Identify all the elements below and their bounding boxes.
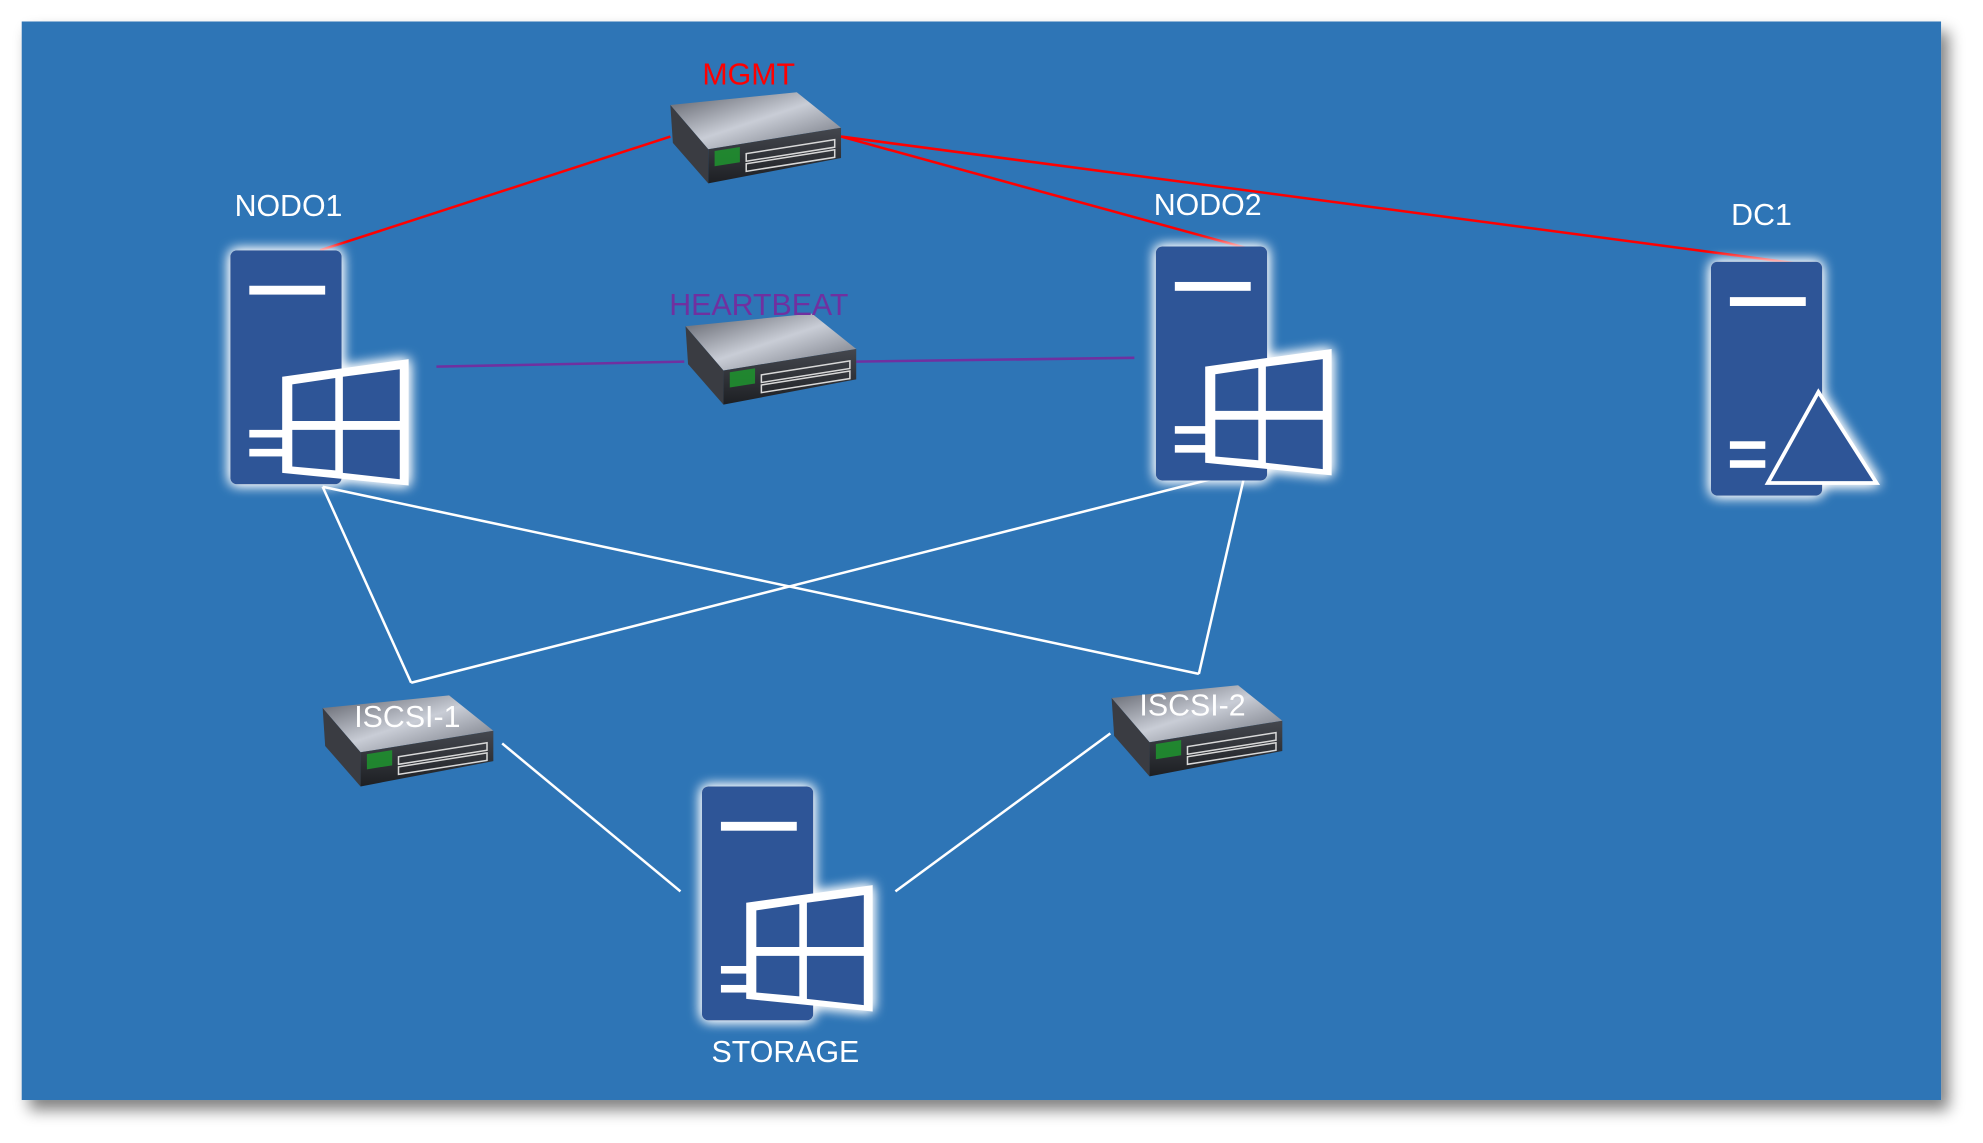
link-iscsi2-storage <box>894 732 1112 893</box>
iscsi2-label: ISCSI-2 <box>1139 690 1245 723</box>
iscsi-links <box>321 469 1247 893</box>
link-heartbeat-nodo2 <box>856 356 1135 363</box>
dc1-server[interactable]: DC1 <box>1710 199 1881 496</box>
domain-controller-icon <box>1710 261 1881 496</box>
heartbeat-switch[interactable]: HEARTBEAT <box>669 289 857 406</box>
nodo1-server[interactable]: NODO1 <box>230 190 409 486</box>
dc1-label: DC1 <box>1731 199 1792 232</box>
link-mgmt-dc1 <box>840 135 1794 265</box>
link-iscsi1-nodo1 <box>321 486 413 684</box>
storage-label: STORAGE <box>712 1036 860 1069</box>
heartbeat-links <box>436 356 1135 368</box>
nodo2-label: NODO2 <box>1154 189 1262 222</box>
diagram-background <box>21 21 1942 1101</box>
nodo1-label: NODO1 <box>235 190 343 223</box>
mgmt-label: MGMT <box>702 59 795 92</box>
mgmt-links <box>319 135 1794 265</box>
iscsi1-label: ISCSI-1 <box>354 701 460 734</box>
link-mgmt-nodo2 <box>840 135 1246 250</box>
link-iscsi2-nodo1 <box>322 485 1200 676</box>
iscsi1-switch[interactable]: ISCSI-1 <box>321 694 495 788</box>
storage-server[interactable]: STORAGE <box>701 786 873 1069</box>
nodo2-server[interactable]: NODO2 <box>1154 189 1332 481</box>
warning-triangle-icon <box>1764 388 1881 485</box>
link-iscsi1-storage <box>501 742 682 893</box>
link-heartbeat-nodo1 <box>436 360 685 368</box>
link-iscsi1-nodo2 <box>410 469 1246 684</box>
mgmt-switch[interactable]: MGMT <box>669 59 842 185</box>
link-iscsi2-nodo2 <box>1197 470 1247 675</box>
iscsi2-switch[interactable]: ISCSI-2 <box>1110 684 1284 778</box>
heartbeat-label: HEARTBEAT <box>669 289 848 322</box>
link-mgmt-nodo1 <box>319 135 671 252</box>
